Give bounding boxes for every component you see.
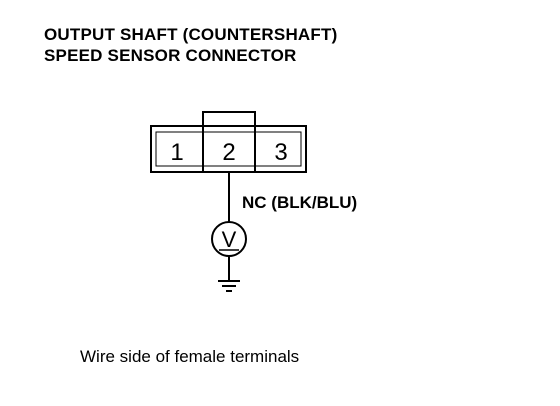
ground-icon [218,280,240,292]
diagram-caption: Wire side of female terminals [80,347,300,366]
terminal-2-label: 2 [222,139,235,166]
wire-label: NC (BLK/BLU) [242,193,357,212]
connector-inner-frame [155,131,302,167]
connector-latch [202,111,256,126]
diagram-title: OUTPUT SHAFT (COUNTERSHAFT) SPEED SENSOR… [44,24,337,66]
terminal-3-label: 3 [274,139,287,166]
terminal-1-label: 1 [170,139,183,166]
title-line-2: SPEED SENSOR CONNECTOR [44,46,297,65]
terminal-labels: 1 2 3 [170,139,287,166]
voltmeter-icon: V [211,221,247,257]
voltmeter-symbol: V [222,227,237,252]
title-line-1: OUTPUT SHAFT (COUNTERSHAFT) [44,25,338,44]
